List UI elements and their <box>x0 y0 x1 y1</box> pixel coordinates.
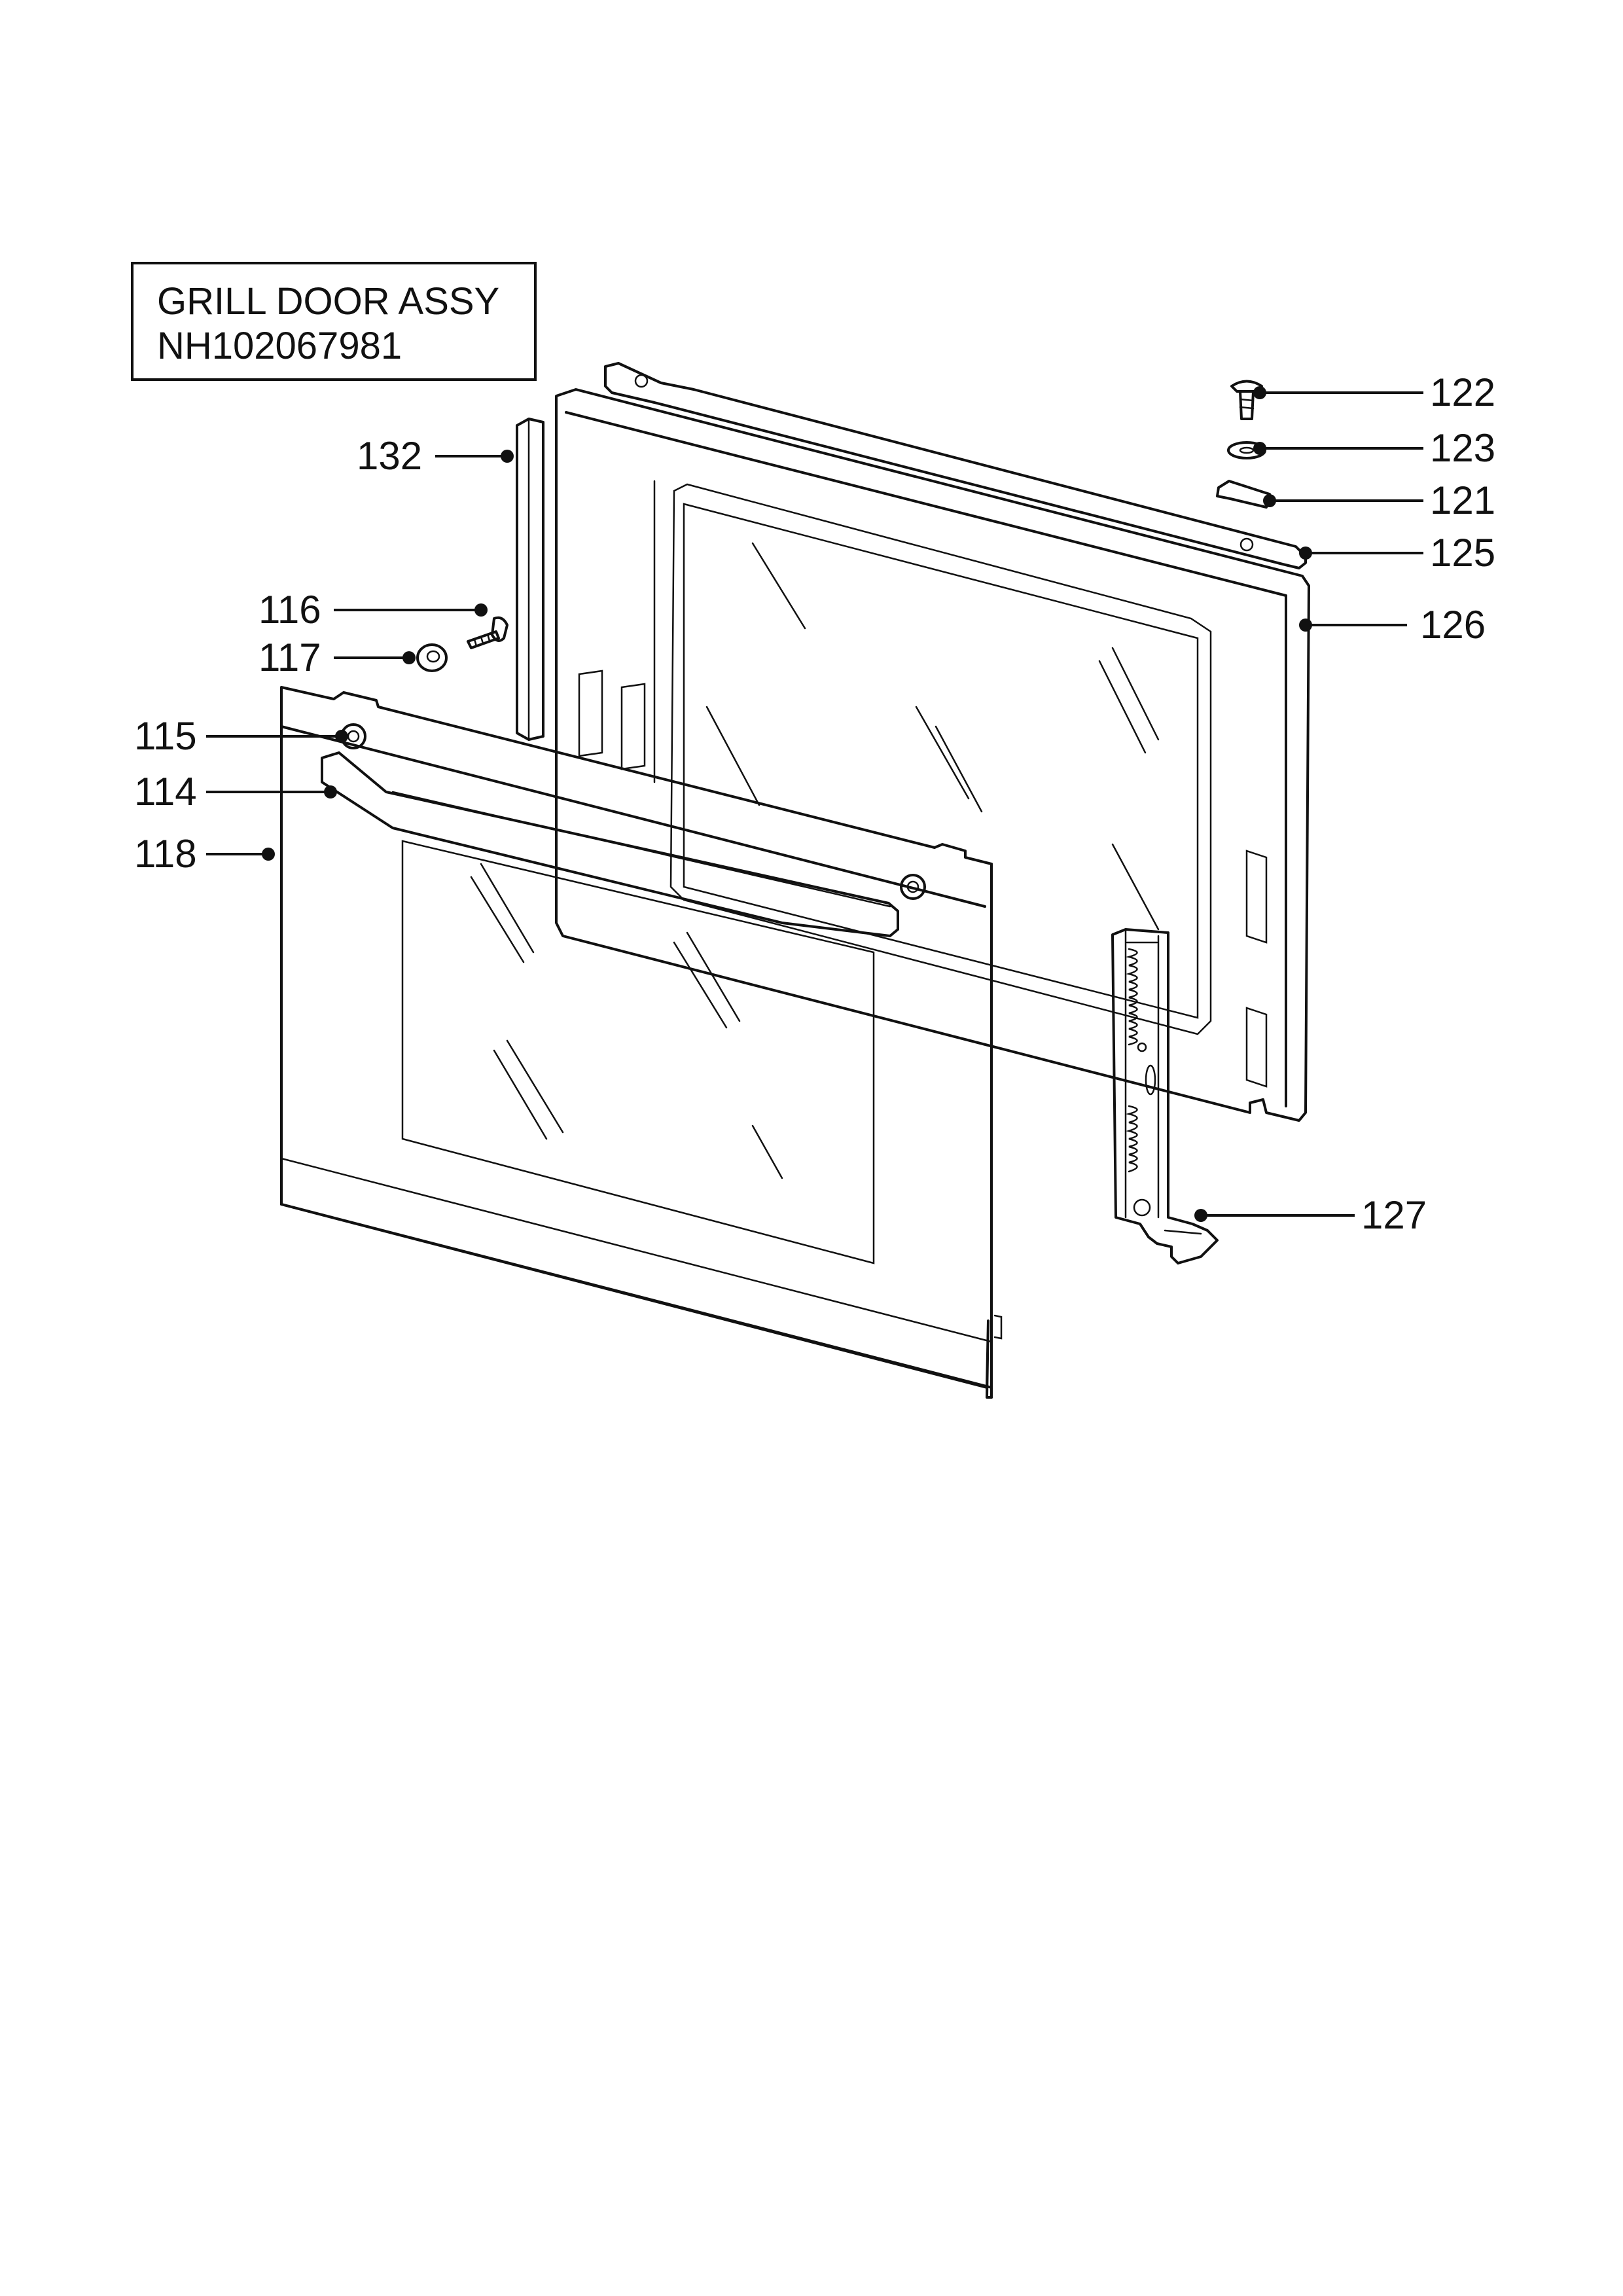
leader-lines <box>206 386 1423 1222</box>
grommet-117 <box>416 643 448 672</box>
assembly-part-number: NH102067981 <box>157 325 402 367</box>
leader-dot-127 <box>1194 1209 1207 1222</box>
leader-dot-117 <box>402 651 416 664</box>
outer-door-panel <box>280 686 1003 1399</box>
leader-dot-125 <box>1299 547 1312 560</box>
callout-labels: 122 123 121 125 126 132 116 117 115 114 … <box>134 370 1495 1237</box>
leader-dot-122 <box>1253 386 1266 399</box>
title-box: GRILL DOOR ASSY NH102067981 <box>131 262 537 381</box>
door-seal-strip <box>516 418 544 741</box>
callout-125: 125 <box>1430 531 1495 575</box>
callout-114: 114 <box>134 770 197 814</box>
top-retaining-strip <box>604 362 1307 569</box>
leader-dot-126 <box>1299 619 1312 632</box>
callout-123: 123 <box>1430 426 1495 470</box>
leader-dot-123 <box>1253 442 1266 455</box>
callout-118: 118 <box>134 832 197 876</box>
assembly-title: GRILL DOOR ASSY <box>157 280 500 323</box>
callout-132: 132 <box>357 434 422 478</box>
callout-116: 116 <box>259 588 321 632</box>
screw-116 <box>467 616 508 649</box>
door-hinge <box>1111 928 1219 1265</box>
callout-115: 115 <box>134 714 197 758</box>
callout-127: 127 <box>1361 1193 1427 1237</box>
leader-dot-121 <box>1263 494 1276 507</box>
leader-dot-118 <box>262 848 275 861</box>
leader-dot-116 <box>474 603 488 617</box>
clip-121 <box>1216 480 1271 509</box>
leader-dot-114 <box>324 785 337 798</box>
callout-122: 122 <box>1430 370 1495 414</box>
leader-dot-115 <box>335 730 348 743</box>
callout-126: 126 <box>1420 603 1486 647</box>
callout-121: 121 <box>1430 478 1495 522</box>
callout-117: 117 <box>259 636 321 679</box>
door-handle <box>321 751 899 937</box>
leader-dot-132 <box>501 450 514 463</box>
inner-door-panel <box>555 388 1310 1122</box>
